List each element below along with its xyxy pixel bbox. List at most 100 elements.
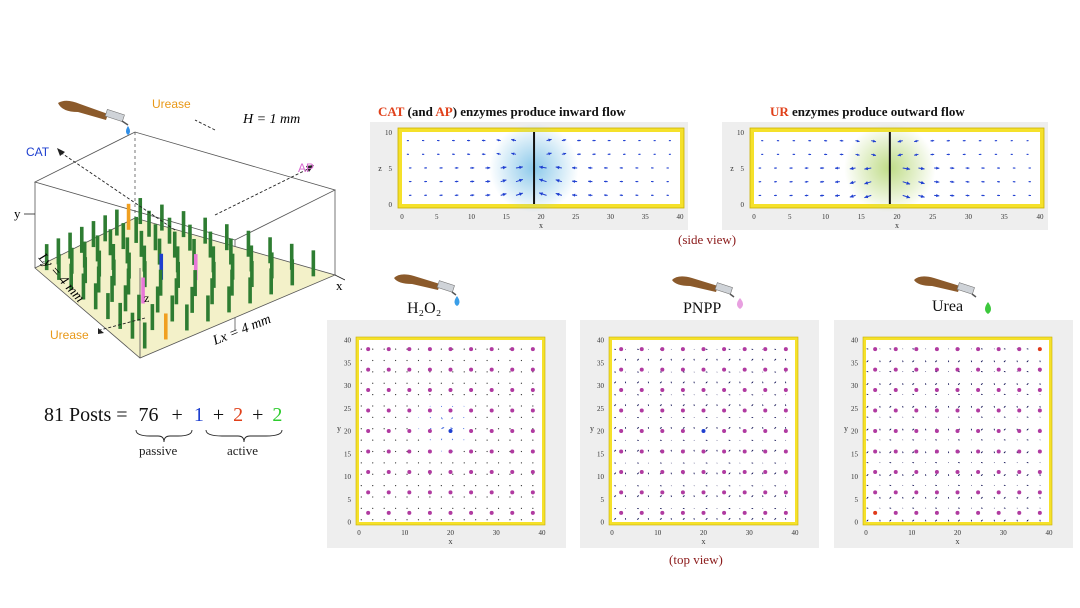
post-marker [640,490,644,494]
post-marker [956,470,960,474]
x-tick-label: 40 [677,213,685,221]
flow-dot [509,360,510,361]
post-marker [1017,347,1021,351]
post-marker [531,347,535,351]
post-marker [531,511,535,515]
post-marker [722,511,726,515]
post-marker [660,449,664,453]
post-marker [873,511,877,515]
flow-dot [509,383,510,384]
post-marker [366,449,370,453]
y-tick-label: 40 [597,337,605,345]
flow-arrow [464,440,465,441]
post-marker [914,470,918,474]
flow-dot [361,394,362,395]
post-marker [681,490,685,494]
x-tick-label: 5 [435,213,439,221]
post-marker [722,347,726,351]
post-marker [894,429,898,433]
flow-dot [418,360,419,361]
post-marker [763,429,767,433]
post-marker [763,490,767,494]
post-marker [1038,511,1042,515]
post-marker [660,490,664,494]
post-marker [743,470,747,474]
x-tick-label: 0 [610,529,614,537]
flow-dot [418,519,419,520]
flow-dot [406,496,407,497]
post-marker [681,368,685,372]
post-marker [1017,511,1021,515]
flow-dot [452,383,453,384]
passive-post [147,211,151,237]
post-marker [1038,388,1042,392]
y-tick-label: 0 [348,519,352,527]
post-marker [619,409,623,413]
post-marker [784,429,788,433]
flow-dot [441,496,442,497]
x-tick-label: 10 [468,213,476,221]
post-marker [366,470,370,474]
flow-dot [406,440,407,441]
cat-label: CAT [26,145,50,159]
post-marker [387,470,391,474]
post-marker [469,449,473,453]
passive-post [182,211,186,237]
flow-dot [418,485,419,486]
flow-arrow [463,417,464,418]
passive-post [131,313,135,339]
post-marker [743,347,747,351]
y-axis-label: y [337,424,341,433]
flow-dot [464,349,465,350]
flow-dot [406,508,407,509]
post-marker [894,409,898,413]
x-axis-label: x [449,537,453,546]
flow-dot [521,474,522,475]
post-marker [914,388,918,392]
y-tick-label: 40 [851,337,859,345]
flow-dot [475,474,476,475]
flow-dot [372,383,373,384]
flow-dot [395,417,396,418]
y-axis-label: y [844,424,848,433]
passive-post [92,221,96,247]
flow-dot [361,451,362,452]
post-marker [449,368,453,372]
x-axis-label: x [895,221,899,230]
y-tick-label: 10 [344,473,352,481]
flow-dot [475,405,476,406]
flow-dot [418,451,419,452]
post-marker [743,388,747,392]
post-marker [997,347,1001,351]
flow-dot [509,405,510,406]
flow-dot [418,383,419,384]
post-marker [997,409,1001,413]
flow-dot [406,428,407,429]
post-marker [660,347,664,351]
flow-dot [372,485,373,486]
y-axis-label: y [14,206,21,221]
passive-post [151,304,155,330]
flow-dot [372,405,373,406]
passive-post [185,304,189,330]
post-marker [640,449,644,453]
post-marker [743,511,747,515]
flow-dot [372,508,373,509]
post-marker [763,511,767,515]
flow-dot [452,496,453,497]
passive-post [103,215,107,241]
post-marker [510,449,514,453]
flow-dot [487,394,488,395]
flow-dot [384,440,385,441]
post-array-schematic: Urease CAT AP Urease H = 1 mm Lx = 4 mm … [0,90,345,380]
post-marker [1038,429,1042,433]
post-marker [873,490,877,494]
flow-dot [395,496,396,497]
passive-post [160,205,164,231]
flow-dot [372,349,373,350]
post-marker [873,368,877,372]
flow-dot [521,462,522,463]
post-marker [469,470,473,474]
urease-post [164,313,168,339]
post-marker [743,429,747,433]
